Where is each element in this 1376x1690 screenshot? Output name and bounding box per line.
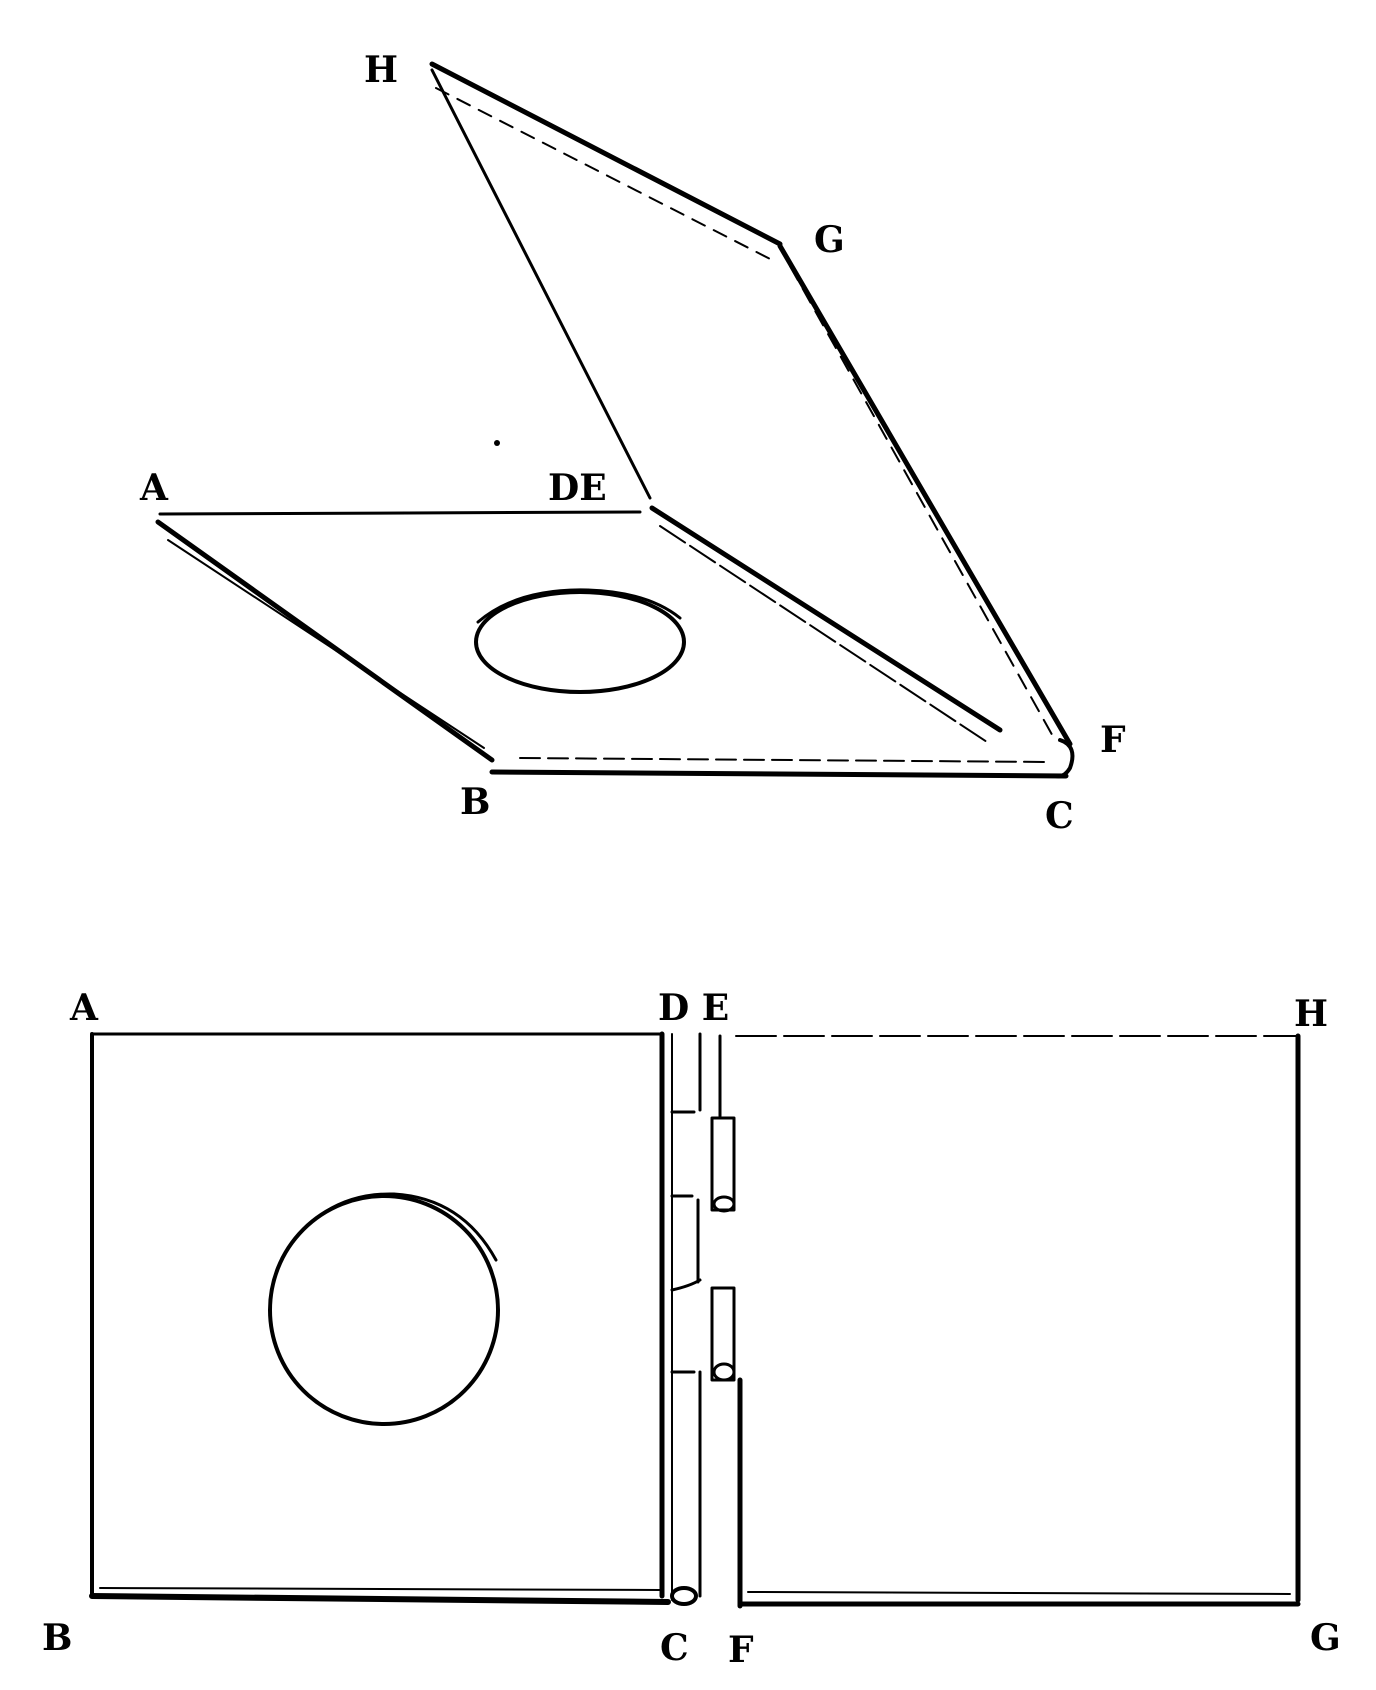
label-b-bottom: B [42, 1617, 72, 1659]
label-f-bottom: F [728, 1629, 754, 1671]
label-g-bottom: G [1310, 1617, 1341, 1659]
top-figure-labels: H G DE A B C F [139, 49, 1126, 837]
upper-plate [429, 61, 1073, 747]
top-figure [155, 61, 1075, 779]
aperture-circle [268, 1192, 500, 1426]
label-b-top: B [460, 781, 490, 823]
bottom-figure [89, 1031, 1301, 1609]
bottom-figure-labels: A D E H B C F G [42, 987, 1341, 1671]
left-plate [89, 1031, 671, 1605]
label-h-top: H [364, 49, 398, 91]
ink-dot [494, 440, 500, 446]
label-c-bottom: C [660, 1627, 689, 1669]
hinge [670, 1032, 736, 1606]
lower-plate [155, 505, 1075, 779]
aperture-ellipse [474, 588, 686, 694]
label-a-bottom: A [69, 987, 99, 1029]
label-a-top: A [139, 467, 169, 509]
label-f-top: F [1100, 719, 1126, 761]
label-de-top: DE [548, 467, 607, 509]
label-g-top: G [814, 219, 845, 261]
label-c-top: C [1045, 795, 1074, 837]
label-de-bottom: D E [658, 987, 729, 1029]
label-h-bottom: H [1294, 993, 1328, 1035]
right-plate [735, 1033, 1301, 1609]
